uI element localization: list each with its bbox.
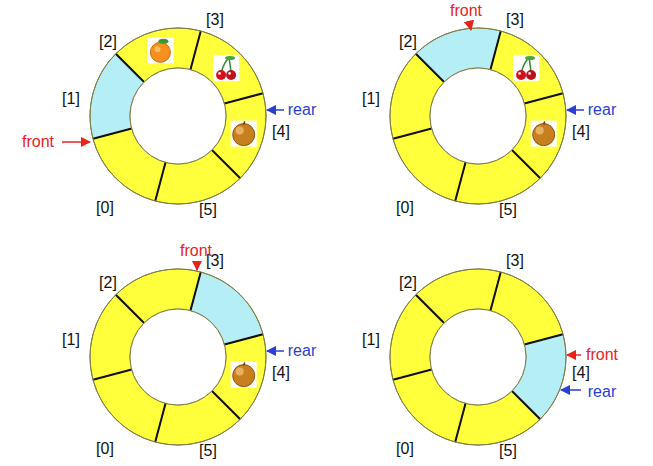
ring-outline xyxy=(90,28,266,204)
front-pointer xyxy=(196,261,198,270)
rear-label: rear xyxy=(288,343,316,359)
cherry-icon xyxy=(513,55,539,81)
cell-divider xyxy=(155,403,165,442)
index-label: [2] xyxy=(399,275,417,291)
index-label: [3] xyxy=(506,253,524,269)
rear-pointer xyxy=(267,350,284,352)
cell-divider xyxy=(524,93,563,103)
cell-divider xyxy=(416,54,444,82)
index-label: [5] xyxy=(499,202,517,218)
cell-divider xyxy=(224,334,263,344)
cell-divider xyxy=(490,272,500,311)
ring-hole xyxy=(130,309,226,405)
cell-divider xyxy=(116,54,144,82)
cell-divider xyxy=(490,31,500,70)
index-label: [0] xyxy=(96,441,114,457)
cell-divider xyxy=(416,295,444,323)
index-label: [1] xyxy=(62,332,80,348)
front-label: front xyxy=(586,347,618,363)
cell-divider xyxy=(512,391,540,419)
ring-hole xyxy=(430,68,526,164)
front-pointer xyxy=(62,141,90,143)
index-label: [5] xyxy=(199,202,217,218)
rear-label: rear xyxy=(588,384,616,400)
rear-label: rear xyxy=(288,102,316,118)
front-label: front xyxy=(22,134,54,150)
index-label: [4] xyxy=(272,124,290,140)
front-label: front xyxy=(450,3,482,19)
ring-outline xyxy=(90,269,266,445)
index-label: [5] xyxy=(199,443,217,459)
queue-ring xyxy=(390,269,566,445)
index-label: [2] xyxy=(99,275,117,291)
ring-hole xyxy=(430,309,526,405)
cell-divider xyxy=(190,31,200,70)
cell-divider xyxy=(455,403,465,442)
index-label: [4] xyxy=(272,365,290,381)
front-pointer xyxy=(469,21,471,30)
orange-icon xyxy=(147,37,173,63)
rear-pointer xyxy=(561,389,581,391)
index-label: [4] xyxy=(572,365,590,381)
cell-divider xyxy=(93,369,132,379)
queue-ring xyxy=(390,28,566,204)
cell-divider xyxy=(393,369,432,379)
queue-ring xyxy=(90,28,266,204)
ring-hole xyxy=(130,68,226,164)
queue-ring xyxy=(90,269,266,445)
index-label: [2] xyxy=(99,34,117,50)
index-label: [1] xyxy=(62,91,80,107)
apple-icon xyxy=(531,121,557,147)
cell-divider xyxy=(455,162,465,201)
cell-divider xyxy=(212,150,240,178)
cell-divider xyxy=(93,128,132,138)
ring-outline xyxy=(390,269,566,445)
cell-divider xyxy=(116,295,144,323)
front-pointer xyxy=(567,354,581,356)
cell-divider xyxy=(524,334,563,344)
apple-icon xyxy=(231,362,257,388)
ring-outline xyxy=(390,28,566,204)
rear-pointer xyxy=(267,109,284,111)
cell-divider xyxy=(212,391,240,419)
cell-divider xyxy=(393,128,432,138)
index-label: [0] xyxy=(96,200,114,216)
cell-divider xyxy=(190,272,200,311)
index-label: [5] xyxy=(499,443,517,459)
front-label: front xyxy=(180,243,212,259)
rear-pointer xyxy=(567,109,584,111)
rear-label: rear xyxy=(588,102,616,118)
index-label: [0] xyxy=(396,441,414,457)
index-label: [2] xyxy=(399,34,417,50)
cell-divider xyxy=(155,162,165,201)
index-label: [3] xyxy=(206,12,224,28)
cherry-icon xyxy=(213,55,239,81)
cell-divider xyxy=(512,150,540,178)
index-label: [3] xyxy=(506,12,524,28)
index-label: [1] xyxy=(362,91,380,107)
index-label: [4] xyxy=(572,124,590,140)
index-label: [1] xyxy=(362,332,380,348)
apple-icon xyxy=(231,121,257,147)
cell-divider xyxy=(224,93,263,103)
index-label: [0] xyxy=(396,200,414,216)
